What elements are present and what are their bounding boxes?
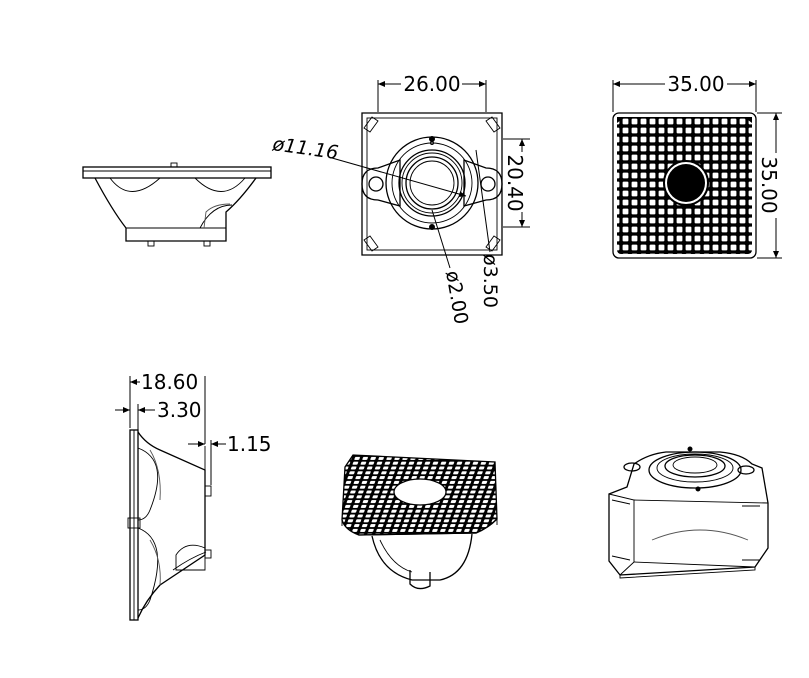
dim-ring-diameter: ø11.16 xyxy=(270,133,467,197)
dim-overall-height-label: 18.60 xyxy=(141,370,198,394)
dim-right-height-label: 35.00 xyxy=(757,156,781,213)
dim-top-width-label: 26.00 xyxy=(403,72,460,96)
iso-mount-hole-left xyxy=(623,462,641,472)
pin-bottom xyxy=(429,224,435,230)
pin-top xyxy=(429,136,435,142)
dim-right-height: 35.00 xyxy=(757,112,782,259)
front-view-top xyxy=(361,112,503,256)
iso-mount-hole-right xyxy=(737,465,755,475)
side-view-top xyxy=(82,162,272,247)
dim-boss-height-label: 1.15 xyxy=(227,432,272,456)
dim-top-width: 26.00 xyxy=(377,72,487,112)
iso-view-mesh xyxy=(341,454,498,590)
dim-ring-diameter-label: ø11.16 xyxy=(270,133,339,164)
rear-view-mesh xyxy=(612,112,757,259)
corner-tab-bl xyxy=(363,235,379,252)
dim-boss-height: 1.15 xyxy=(188,432,272,485)
corner-tab-tl xyxy=(363,116,379,133)
dim-right-width-label: 35.00 xyxy=(667,72,724,96)
dim-hole-spacing-label: 20.40 xyxy=(503,154,527,211)
mount-hole-right xyxy=(480,176,496,192)
dim-flange-thickness: 3.30 xyxy=(115,398,202,430)
section-view xyxy=(127,429,212,621)
dim-pin-diameter-label: ø2.00 xyxy=(441,269,472,326)
mount-hole-left xyxy=(368,176,384,192)
dim-hole-diameter-label: ø3.50 xyxy=(479,254,501,308)
iso-outer-ring xyxy=(648,451,742,489)
dim-hole-diameter: ø3.50 xyxy=(475,149,501,308)
corner-tab-br xyxy=(485,235,501,252)
dim-overall-height: 18.60 xyxy=(129,370,206,444)
dim-right-width: 35.00 xyxy=(612,72,757,112)
iso-center-hole xyxy=(393,478,447,506)
dim-pin-diameter: ø2.00 xyxy=(431,209,472,326)
corner-tab-tr xyxy=(485,116,501,133)
iso-view-front xyxy=(608,446,769,579)
dim-flange-thickness-label: 3.30 xyxy=(157,398,202,422)
dim-hole-spacing: 20.40 xyxy=(503,138,530,228)
